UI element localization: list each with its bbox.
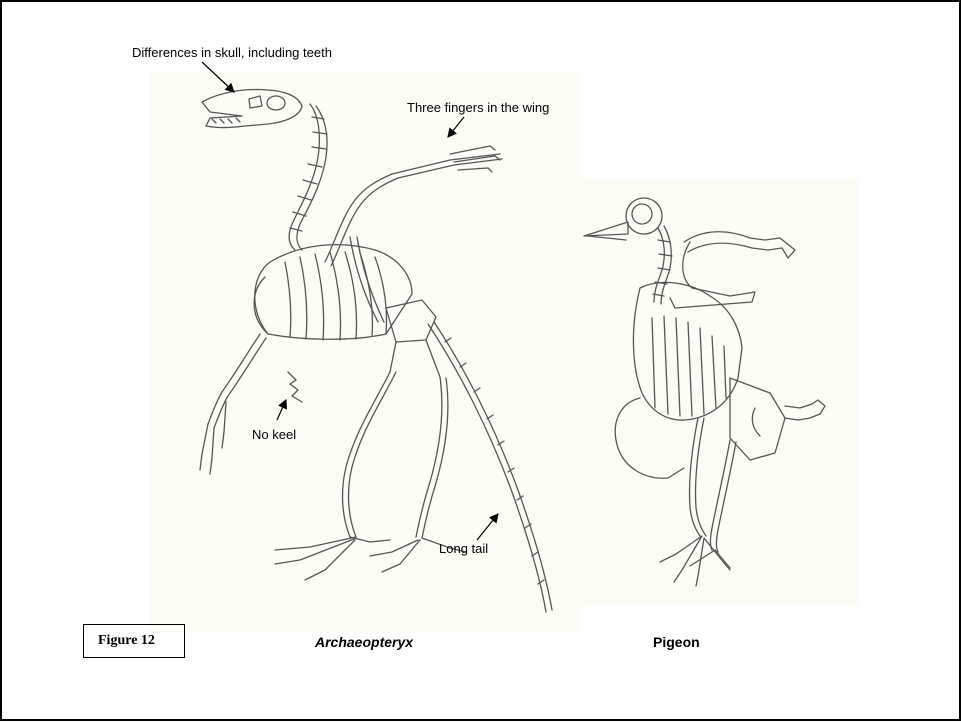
- skull-annotation: Differences in skull, including teeth: [132, 45, 332, 60]
- archaeopteryx-caption: Archaeopteryx: [315, 634, 413, 650]
- keel-annotation: No keel: [252, 427, 296, 442]
- pigeon-caption: Pigeon: [653, 634, 700, 650]
- skull-arrow: [202, 62, 234, 92]
- tail-arrow: [477, 514, 498, 540]
- keel-arrow: [277, 400, 286, 420]
- fingers-arrow: [448, 117, 464, 137]
- fingers-annotation: Three fingers in the wing: [407, 100, 549, 115]
- tail-annotation: Long tail: [439, 541, 488, 556]
- figure-label-box: Figure 12: [83, 624, 185, 658]
- figure-label: Figure 12: [98, 633, 155, 649]
